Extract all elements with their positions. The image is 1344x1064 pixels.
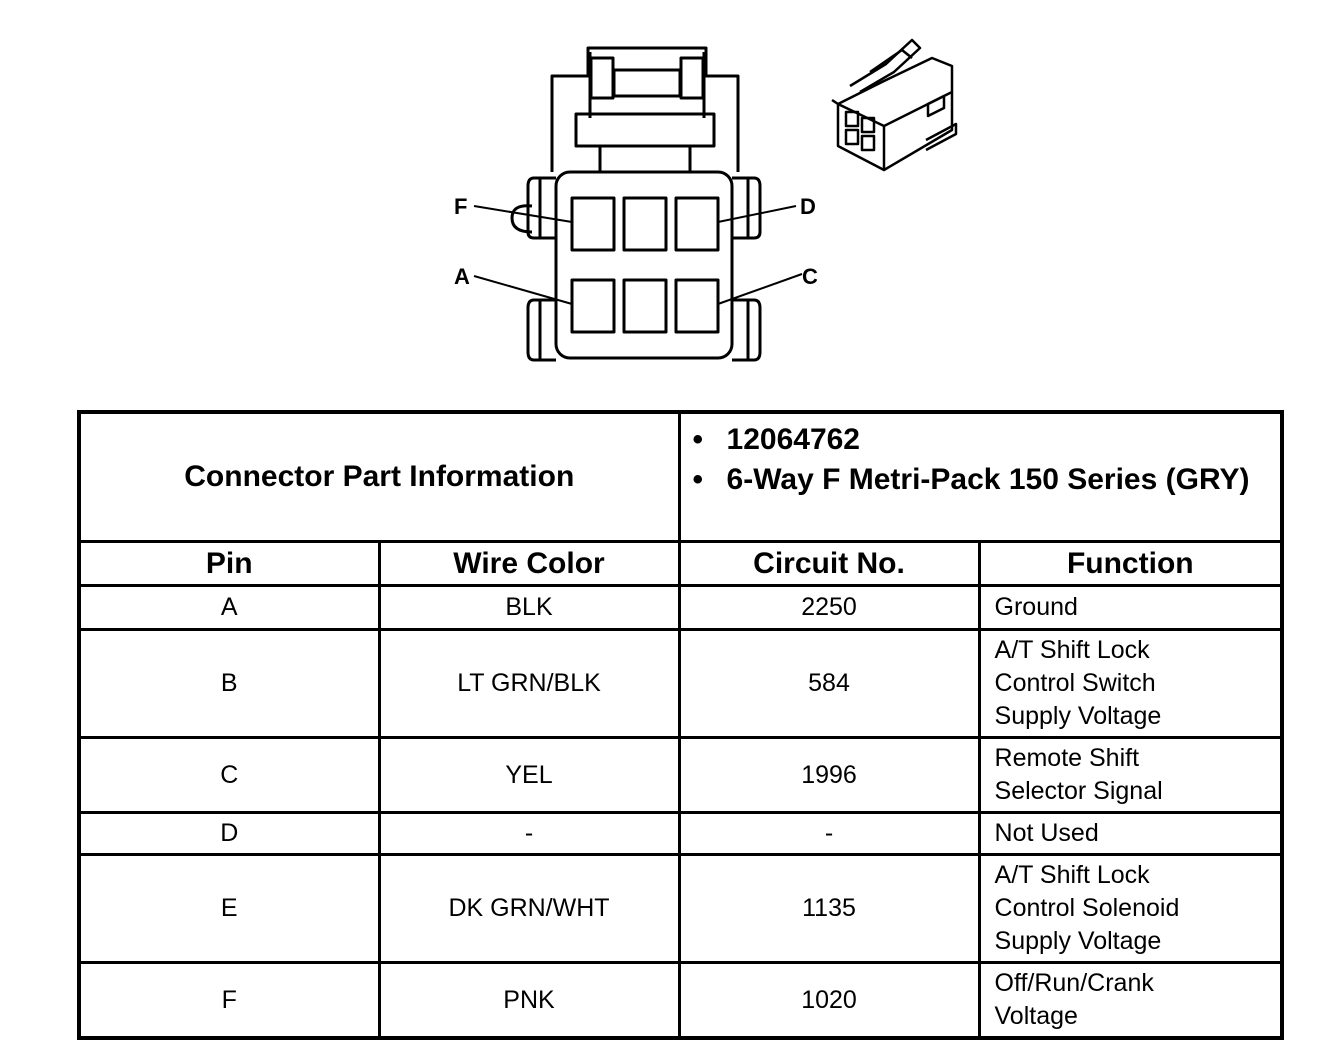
pinout-table: Connector Part Information 12064762 6-Wa… [77,410,1285,1040]
cell-function: Not Used [977,811,1284,856]
cell-function: A/T Shift Lock Control Solenoid Supply V… [977,853,1284,964]
pin-cavity [674,278,720,334]
pin-label-a: A [454,264,470,289]
cell-pin: C [77,736,381,814]
connector-description: 6-Way F Metri-Pack 150 Series (GRY) [693,460,1281,500]
pin-cavity [674,196,720,252]
cell-circuit: 2250 [677,584,981,631]
cell-circuit: 1020 [677,961,981,1040]
pin-label-f: F [454,194,467,219]
pin-cavity [570,196,616,252]
connector-diagram: F D A C [454,38,958,362]
pin-label-d: D [800,194,816,219]
cell-pin: F [77,961,381,1040]
header-function: Function [977,540,1284,587]
cell-wire-color: - [377,811,681,856]
cell-pin: A [77,584,381,631]
table-row: E DK GRN/WHT 1135 A/T Shift Lock Control… [77,853,1284,964]
connector-latch [550,46,740,172]
pin-label-c: C [802,264,818,289]
pin-cavity [622,196,668,252]
cell-wire-color: DK GRN/WHT [377,853,681,964]
cell-pin: D [77,811,381,856]
cell-circuit: 584 [677,628,981,739]
table-row: F PNK 1020 Off/Run/Crank Voltage [77,961,1284,1040]
connector-body [554,170,734,360]
cell-pin: B [77,628,381,739]
cell-wire-color: YEL [377,736,681,814]
cell-function: A/T Shift Lock Control Switch Supply Vol… [977,628,1284,739]
cell-circuit: 1996 [677,736,981,814]
cell-function: Remote Shift Selector Signal [977,736,1284,814]
table-row: C YEL 1996 Remote Shift Selector Signal [77,736,1284,814]
cell-function: Off/Run/Crank Voltage [977,961,1284,1040]
cell-function: Ground [977,584,1284,631]
cell-circuit: 1135 [677,853,981,964]
header-pin: Pin [77,540,381,587]
cell-wire-color: BLK [377,584,681,631]
header-circuit: Circuit No. [677,540,981,587]
pin-cavity [622,278,668,334]
pin-cavity [570,278,616,334]
cell-pin: E [77,853,381,964]
table-header-row: Pin Wire Color Circuit No. Function [77,540,1284,587]
connector-info-list: 12064762 6-Way F Metri-Pack 150 Series (… [677,410,1284,543]
header-wire-color: Wire Color [377,540,681,587]
cell-wire-color: LT GRN/BLK [377,628,681,739]
cell-circuit: - [677,811,981,856]
cell-wire-color: PNK [377,961,681,1040]
connector-info-label: Connector Part Information [77,410,681,543]
part-number: 12064762 [693,420,1281,460]
connector-iso-view [831,38,958,172]
table-row: D - - Not Used [77,811,1284,856]
table-row: A BLK 2250 Ground [77,584,1284,631]
connector-info-row: Connector Part Information 12064762 6-Wa… [77,410,1284,543]
table-row: B LT GRN/BLK 584 A/T Shift Lock Control … [77,628,1284,739]
